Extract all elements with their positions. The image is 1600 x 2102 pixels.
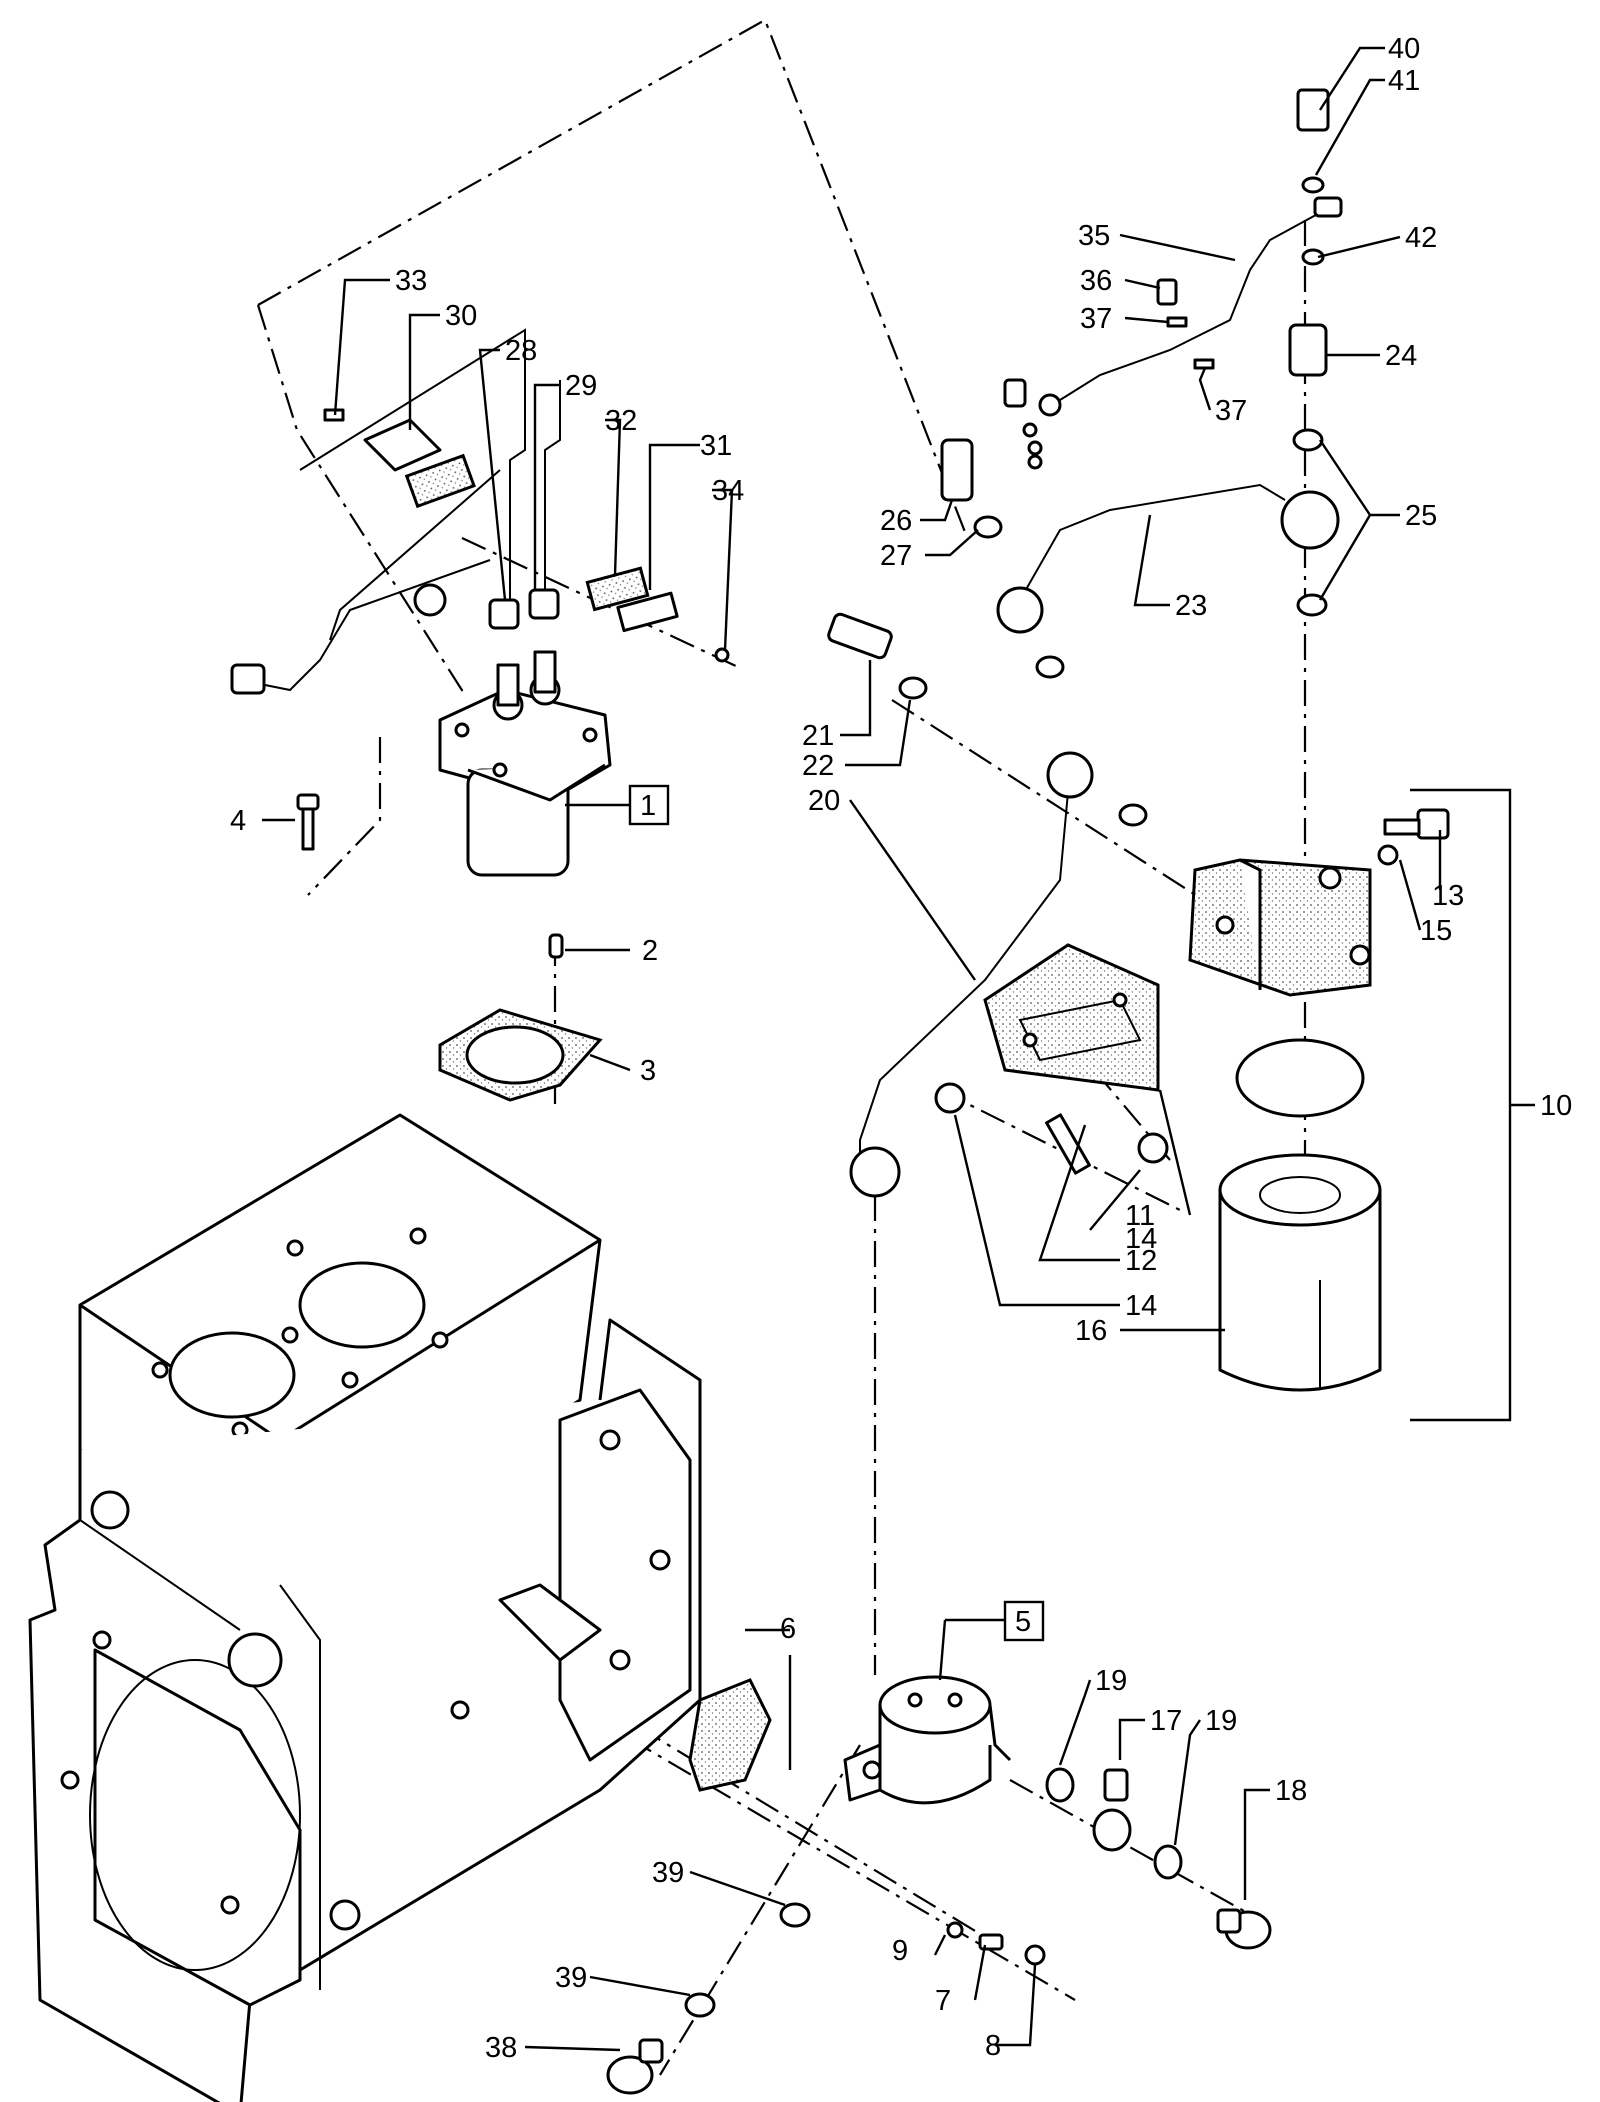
callout-12: 12 <box>1125 1245 1157 1277</box>
callout-39a: 39 <box>652 1857 684 1889</box>
callout-41: 41 <box>1388 65 1420 97</box>
callout-40: 40 <box>1388 33 1420 65</box>
banjo-bolt-21 <box>827 612 893 660</box>
dowel-pin-2 <box>548 933 564 959</box>
washer-25a <box>1292 428 1324 452</box>
injector-pipes <box>230 328 561 695</box>
nut-8 <box>1024 1944 1046 1966</box>
callout-9: 9 <box>892 1935 908 1967</box>
filter-bracket <box>983 943 1160 1092</box>
washer-37b <box>1193 358 1215 370</box>
callout-24: 24 <box>1385 340 1417 372</box>
callout-labels: 1 2 3 4 5 6 7 8 9 10 11 12 13 14 14 15 1… <box>230 33 1572 2064</box>
callout-18: 18 <box>1275 1775 1307 1807</box>
washer-41 <box>1301 176 1325 194</box>
callout-17: 17 <box>1150 1705 1182 1737</box>
gasket-3 <box>438 1008 603 1102</box>
washer-9 <box>946 1921 964 1939</box>
callout-35: 35 <box>1078 220 1110 252</box>
callout-leaders <box>262 46 1535 2052</box>
callout-37b: 37 <box>1215 395 1247 427</box>
washer-39b <box>684 1992 716 2018</box>
filter-cartridge <box>1218 1153 1382 1392</box>
callout-27: 27 <box>880 540 912 572</box>
screw-7 <box>978 1933 1004 1951</box>
plug-38 <box>606 2038 664 2095</box>
callout-10: 10 <box>1540 1090 1572 1122</box>
filter-seal-ring <box>1235 1038 1365 1118</box>
bolt-36 <box>1156 278 1178 306</box>
union-24 <box>1288 323 1328 377</box>
banjo-bolt-26 <box>940 438 974 502</box>
plug-18 <box>1216 1908 1272 1950</box>
callout-42: 42 <box>1405 222 1437 254</box>
washer-27b <box>1035 655 1065 679</box>
callout-box-5 <box>1003 1600 1045 1642</box>
callout-4: 4 <box>230 805 246 837</box>
callout-5: 5 <box>1015 1606 1031 1638</box>
bolt-4 <box>296 793 320 851</box>
callout-7: 7 <box>935 1985 951 2017</box>
washer-27 <box>973 515 1003 539</box>
leak-off-pipe <box>1003 196 1343 470</box>
fuel-filter-head <box>1188 858 1372 997</box>
feed-pump <box>843 1675 1012 1805</box>
callout-28: 28 <box>505 335 537 367</box>
callout-1: 1 <box>640 790 656 822</box>
bolt-40 <box>1296 88 1330 132</box>
washer-37a <box>1166 316 1188 328</box>
callout-3: 3 <box>640 1055 656 1087</box>
engine-crankcase <box>28 1113 702 2102</box>
callout-14a: 14 <box>1125 1223 1157 1255</box>
callout-11: 11 <box>1125 1200 1155 1232</box>
callout-22: 22 <box>802 750 834 782</box>
washer-22b <box>1118 803 1148 827</box>
fuel-pipe-20 <box>849 751 1094 1198</box>
callout-33: 33 <box>395 265 427 297</box>
callout-26: 26 <box>880 505 912 537</box>
banjo-fitting-17 <box>1092 1768 1132 1852</box>
injection-pump <box>438 650 612 877</box>
callout-6: 6 <box>780 1613 796 1645</box>
callout-23: 23 <box>1175 590 1207 622</box>
callout-36: 36 <box>1080 265 1112 297</box>
washer-25b <box>1296 593 1328 617</box>
washer-19b <box>1153 1844 1183 1880</box>
callout-19a: 19 <box>1095 1665 1127 1697</box>
callout-39b: 39 <box>555 1962 587 1994</box>
callout-34: 34 <box>712 475 744 507</box>
callout-8: 8 <box>985 2030 1001 2062</box>
washer-39a <box>779 1902 811 1928</box>
washer-22 <box>898 676 928 700</box>
callout-38: 38 <box>485 2032 517 2064</box>
callout-20: 20 <box>808 785 840 817</box>
callout-30: 30 <box>445 300 477 332</box>
callout-16: 16 <box>1075 1315 1107 1347</box>
callout-13: 13 <box>1432 880 1464 912</box>
callout-box-1 <box>628 784 670 826</box>
clamp-parts <box>323 408 730 663</box>
callout-29: 29 <box>565 370 597 402</box>
callout-21: 21 <box>802 720 834 752</box>
callout-14b: 14 <box>1125 1290 1157 1322</box>
callout-15: 15 <box>1420 915 1452 947</box>
washer-19a <box>1045 1767 1075 1803</box>
callout-32: 32 <box>605 405 637 437</box>
fuel-pipe-23 <box>996 483 1340 634</box>
filter-hardware <box>934 808 1450 1175</box>
gasket-6 <box>688 1678 772 1792</box>
callout-2: 2 <box>642 935 658 967</box>
callout-19b: 19 <box>1205 1705 1237 1737</box>
callout-25: 25 <box>1405 500 1437 532</box>
callout-37a: 37 <box>1080 303 1112 335</box>
callout-31: 31 <box>700 430 732 462</box>
